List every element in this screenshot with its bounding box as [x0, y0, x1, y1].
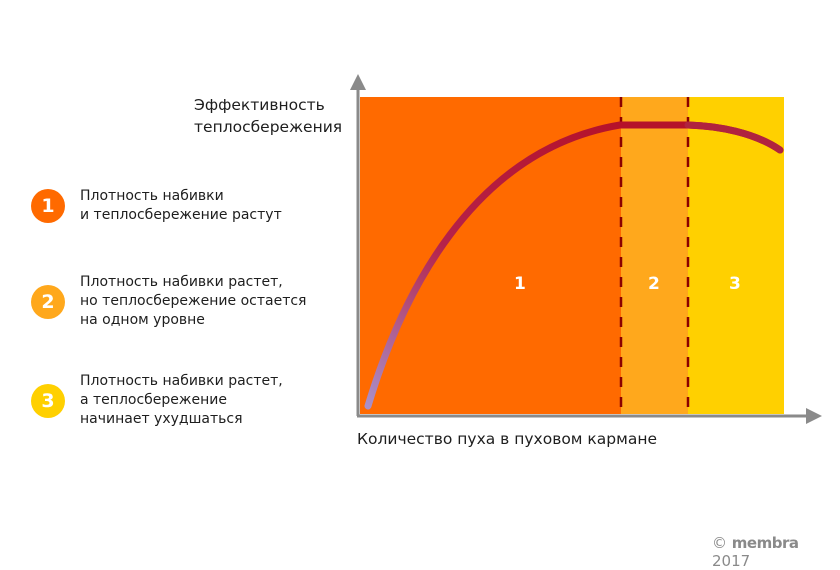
- copyright-year: 2017: [712, 552, 751, 570]
- zone-label-1: 1: [514, 274, 526, 294]
- legend-line: и теплосбережение растут: [80, 207, 282, 223]
- legend-line: Плотность набивки растет,: [80, 373, 283, 389]
- y-axis-arrow-icon: [350, 74, 366, 90]
- zone-label-3: 3: [729, 274, 741, 294]
- brand-logo: membra: [731, 534, 799, 552]
- legend-line: Плотность набивки растет,: [80, 274, 283, 290]
- legend-item-2: 2 Плотность набивки растет, но теплосбер…: [31, 273, 306, 330]
- legend-badge-2: 2: [31, 284, 65, 319]
- zone-2-band: [621, 97, 688, 414]
- legend-line: начинает ухудшаться: [80, 411, 243, 427]
- copyright-symbol: ©: [712, 534, 727, 552]
- legend-item-3: 3 Плотность набивки растет, а теплосбере…: [31, 372, 283, 429]
- zone-3-band: [688, 97, 784, 414]
- legend-line: на одном уровне: [80, 312, 205, 328]
- x-axis-arrow-icon: [806, 408, 822, 424]
- x-axis-label: Количество пуха в пуховом кармане: [357, 430, 657, 448]
- zone-1-band: [360, 97, 621, 414]
- legend-line: а теплосбережение: [80, 392, 227, 408]
- y-axis-label: Эффективность теплосбережения: [194, 94, 342, 138]
- legend-line: Плотность набивки: [80, 188, 224, 204]
- legend-text-3: Плотность набивки растет, а теплосбереже…: [80, 372, 283, 429]
- legend-badge-3: 3: [31, 383, 65, 418]
- legend-item-1: 1 Плотность набивки и теплосбережение ра…: [31, 187, 282, 225]
- y-axis-label-line2: теплосбережения: [194, 118, 343, 136]
- copyright: © membra 2017: [712, 534, 840, 570]
- legend-text-2: Плотность набивки растет, но теплосбереж…: [80, 273, 306, 330]
- zone-label-2: 2: [648, 274, 660, 294]
- legend-badge-1: 1: [31, 189, 65, 223]
- legend-text-1: Плотность набивки и теплосбережение раст…: [80, 187, 282, 225]
- legend-line: но теплосбережение остается: [80, 293, 307, 309]
- y-axis-label-line1: Эффективность: [194, 96, 325, 114]
